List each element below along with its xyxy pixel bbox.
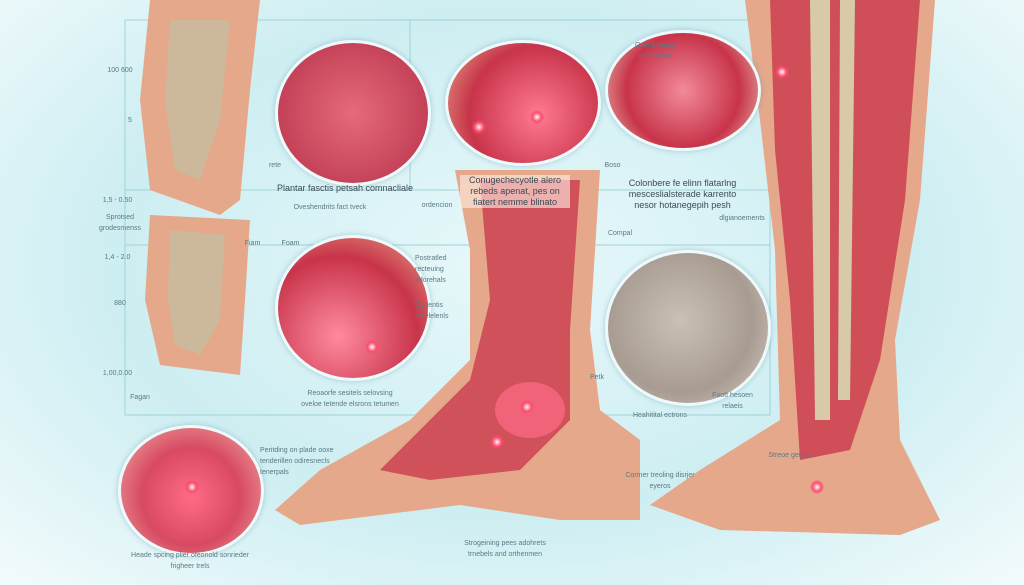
zoom-circle-tissue [275,40,431,186]
label-right-top: Colonbere fe elinn flatarlng mesceslials… [628,178,737,210]
label-foam: Foam [281,240,300,247]
label-ogdentis: Ogdentis notelelenls [415,302,449,320]
axis-tick: 1,5 - 0.50 [102,197,133,204]
label-corrrner: Cormer treoling disrjer eyeros [625,472,695,490]
label-overdraining: Overdraining oerespens [634,42,676,60]
label-petk: Petk [589,374,604,381]
zoom-circle-toes [445,40,601,166]
label-rete: rete [268,162,282,169]
foot-skeleton-top [140,0,260,215]
label-ordencion: ordencion [421,202,453,209]
pain-point [490,435,504,449]
label-digians: dlgianoements [719,215,765,222]
label-strogeing: Strogeining pees adohrets trnebels and o… [464,540,546,558]
pain-point [472,120,486,134]
pain-point [530,110,544,124]
label-center-top: Conugechecyotle alero rebeds apenat, pes… [460,175,570,208]
label-overlap: Oveshendrits fact tveck [293,204,367,211]
pain-point [810,480,824,494]
pain-point [185,480,199,494]
label-plantar: Plantar fasctis petsah comnacliale [276,183,414,193]
label-postrated: Postratled recteuing adorehals [415,255,447,284]
label-reoaorfe: Reoaorfe sesitels selovsing oveloe teten… [301,390,399,408]
zoom-circle-cross-section [605,250,771,406]
label-compal: Compal [607,230,633,237]
right-leg [650,0,940,535]
label-foott: Foott hesoen relaeis [712,392,753,410]
label-fagan: Fagan [130,394,150,401]
zoom-circle-tendon [605,30,761,151]
pain-point [775,65,789,79]
label-streoe: Streoe geions [768,452,812,459]
zoom-circle-heel [275,235,431,381]
foot-skeleton-bottom [145,215,250,375]
label-sprial: Sprotsed grodesmenss [98,214,142,232]
pain-point [365,340,379,354]
axis-tick: 1,00,0.00 [102,370,133,377]
axis-tick: 1,4 - 2.0 [104,254,131,261]
axis-tick: 880 [114,300,126,307]
label-fiam: Fiam [244,240,261,247]
pain-point [520,400,534,414]
label-boso: Boso [604,162,621,169]
label-peritding: Peritding on plade ooxe tenderillen odir… [260,447,334,476]
label-healtal: Heahitital ectrons [632,412,688,419]
axis-tick: 100 600 [107,67,133,74]
label-heade: Heade spcing plier ofeonold sonrieder fr… [131,552,249,570]
axis-tick: 5 [128,117,132,124]
